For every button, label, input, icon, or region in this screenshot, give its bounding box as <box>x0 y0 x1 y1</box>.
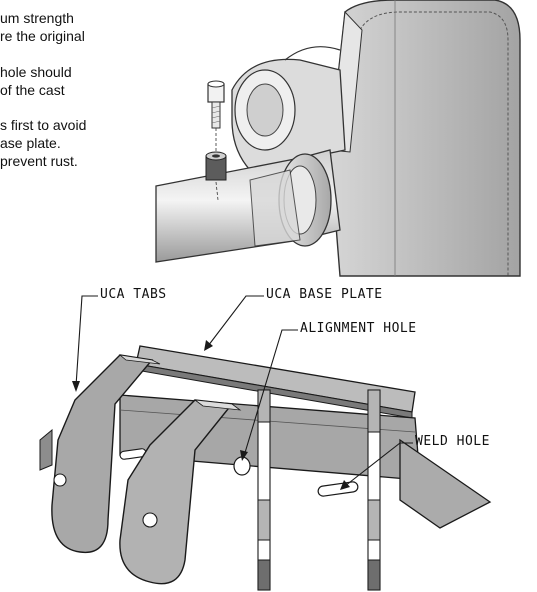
instruction-line-3: hole should <box>0 64 72 80</box>
instruction-line-2: re the original <box>0 28 85 44</box>
uca-tab-rear <box>51 354 154 554</box>
label-uca-base-plate: UCA BASE PLATE <box>266 287 383 302</box>
instruction-line-4: of the cast <box>0 82 65 98</box>
leader-weld-hole <box>344 442 413 487</box>
weld-hole-icon <box>317 481 359 497</box>
label-weld-hole: WELD HOLE <box>415 434 490 449</box>
instruction-line-7: prevent rust. <box>0 153 78 169</box>
instruction-line-6: ase plate. <box>0 135 61 151</box>
label-uca-tabs: UCA TABS <box>100 287 167 302</box>
leader-alignment-hole <box>243 329 298 457</box>
uca-tab-front <box>119 399 234 585</box>
cast-bracket-plate <box>329 0 521 277</box>
instruction-line-1: um strength <box>0 10 74 26</box>
leader-uca-base-plate <box>207 295 264 347</box>
gusset <box>399 438 492 529</box>
reference-strip-left <box>257 389 271 591</box>
leader-uca-tabs <box>75 295 98 387</box>
label-alignment-hole: ALIGNMENT HOLE <box>300 321 417 336</box>
instruction-line-5: s first to avoid <box>0 117 87 133</box>
reference-strip-right <box>367 389 381 591</box>
spacer-icon <box>205 151 227 181</box>
bolt-icon <box>207 80 225 129</box>
